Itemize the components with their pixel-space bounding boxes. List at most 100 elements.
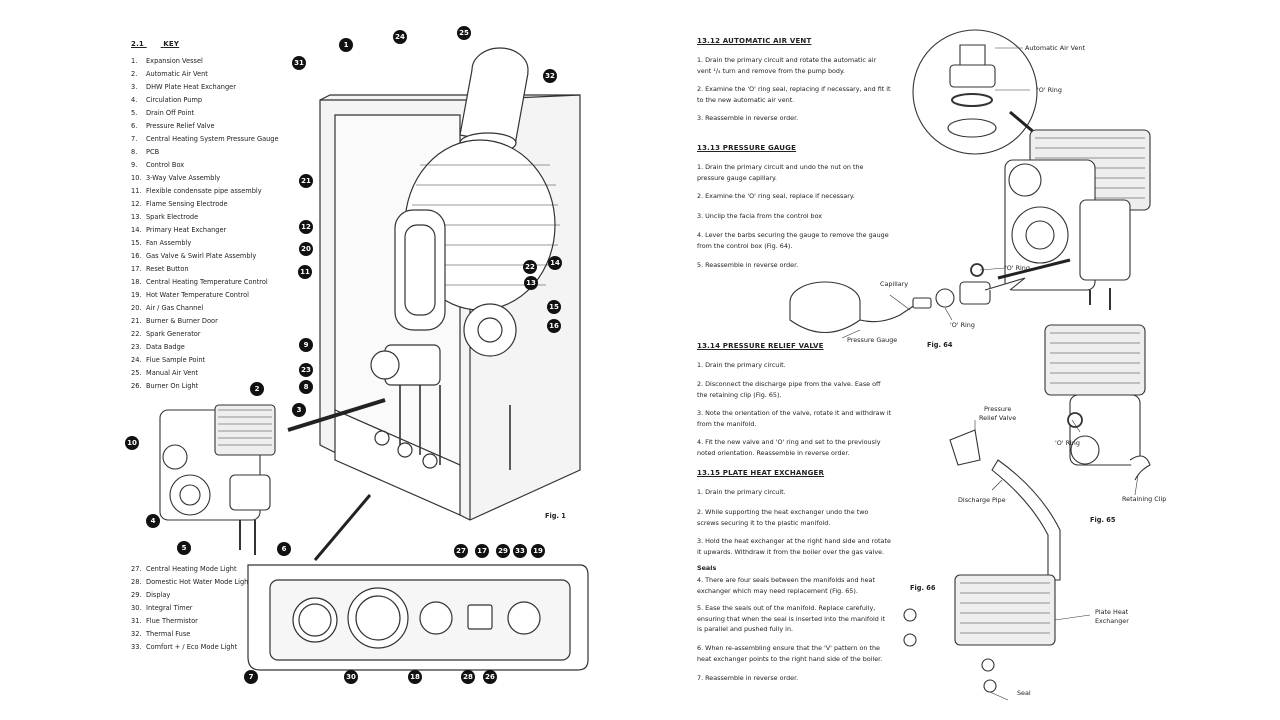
callout-number: 12 (299, 220, 313, 234)
section-13-15-step-7: 7. Reassemble in reverse order. (697, 674, 799, 682)
key-item-text: Burner & Burner Door (146, 317, 218, 325)
section-13-12-title: 13.12 AUTOMATIC AIR VENT (697, 37, 812, 45)
key-item-number: 12. (131, 200, 142, 208)
key-list-item: 32. Thermal Fuse (131, 628, 251, 641)
callout-number: 28 (461, 670, 475, 684)
label-automatic-air-vent: Automatic Air Vent (1025, 44, 1085, 52)
key-list-item: 3.DHW Plate Heat Exchanger (131, 81, 279, 94)
key-item-number: 32. (131, 630, 142, 638)
key-item-number: 27. (131, 565, 142, 573)
key-list-item: 6.Pressure Relief Valve (131, 120, 279, 133)
key-list-item: 19.Hot Water Temperature Control (131, 289, 279, 302)
key-list-item: 31. Flue Thermistor (131, 615, 251, 628)
key-item-number: 13. (131, 213, 142, 221)
key-item-number: 16. (131, 252, 142, 260)
key-item-text: Gas Valve & Swirl Plate Assembly (146, 252, 257, 260)
key-list-item: 26.Burner On Light (131, 380, 279, 393)
key-list-item: 23. Data Badge (131, 341, 279, 354)
callout-number: 29 (496, 544, 510, 558)
key-list-item: 15.Fan Assembly (131, 237, 279, 250)
fig-66-caption: Fig. 66 (910, 584, 936, 592)
callout-number: 8 (299, 380, 313, 394)
callout-number: 9 (299, 338, 313, 352)
key-list-item: 17. Reset Button (131, 263, 279, 276)
section-13-13-step-5: 5. Reassemble in reverse order. (697, 261, 799, 269)
callout-number: 17 (475, 544, 489, 558)
callout-number: 33 (513, 544, 527, 558)
section-13-14-step-4: 4. Fit the new valve and 'O' ring and se… (697, 438, 881, 457)
key-item-text: Expansion Vessel (146, 57, 203, 65)
key-list-item: 22.Spark Generator (131, 328, 279, 341)
key-item-text: PCB (146, 148, 160, 156)
key-item-text: Thermal Fuse (146, 630, 191, 638)
key-list-item: 27.Central Heating Mode Light (131, 563, 251, 576)
key-item-number: 29. (131, 591, 142, 599)
callout-number: 27 (454, 544, 468, 558)
key-item-number: 31. (131, 617, 142, 625)
callout-number: 2 (250, 382, 264, 396)
key-list-item: 28.Domestic Hot Water Mode Light (131, 576, 251, 589)
callout-number: 11 (298, 265, 312, 279)
key-list-item: 25. Manual Air Vent (131, 367, 279, 380)
section-13-12-step-3: 3. Reassemble in reverse order. (697, 114, 799, 122)
callout-number: 24 (393, 30, 407, 44)
key-item-text: 3-Way Valve Assembly (146, 174, 221, 182)
label-o-ring-4: 'O' Ring (1055, 439, 1080, 447)
right-page-diagrams (789, 29, 1151, 701)
key-item-text: Display (146, 591, 171, 599)
section-13-13-step-2: 2. Examine the 'O' ring seal, replace if… (697, 192, 855, 200)
section-13-14-title: 13.14 PRESSURE RELIEF VALVE (697, 342, 824, 350)
key-item-number: 21. (131, 317, 142, 325)
key-list-item: 13.Spark Electrode (131, 211, 279, 224)
boiler-exploded-diagram (159, 47, 589, 671)
key-item-text: Burner On Light (146, 382, 199, 390)
key-item-text: Flue Thermistor (146, 617, 198, 625)
key-item-text: Reset Button (146, 265, 189, 273)
section-13-15-step-4: 4. There are four seals between the mani… (697, 576, 875, 595)
key-item-text: Hot Water Temperature Control (146, 291, 249, 299)
key-item-number: 33. (131, 643, 142, 651)
key-list-item: 2.Automatic Air Vent (131, 68, 279, 81)
label-relief-valve: Relief Valve (979, 414, 1017, 422)
callout-number: 19 (531, 544, 545, 558)
callout-number: 4 (146, 514, 160, 528)
label-o-ring-3: 'O' Ring (950, 321, 975, 329)
callout-number: 14 (548, 256, 562, 270)
callout-number: 23 (299, 363, 313, 377)
label-discharge-pipe: Discharge Pipe (958, 496, 1006, 504)
section-13-15-step-2: 2. While supporting the heat exchanger u… (697, 508, 869, 527)
key-item-text: Primary Heat Exchanger (146, 226, 227, 234)
key-item-number: 28. (131, 578, 142, 586)
key-list-item: 21. Burner & Burner Door (131, 315, 279, 328)
callout-number: 20 (299, 242, 313, 256)
key-item-number: 8. (131, 148, 138, 156)
section-13-13-title: 13.13 PRESSURE GAUGE (697, 144, 797, 152)
callout-number: 15 (547, 300, 561, 314)
key-list-item: 24.Flue Sample Point (131, 354, 279, 367)
key-item-number: 25. (131, 369, 142, 377)
key-item-number: 4. (131, 96, 138, 104)
key-heading-number: 2.1 (131, 40, 145, 48)
key-list-item: 9.Control Box (131, 159, 279, 172)
label-exchanger: Exchanger (1095, 617, 1129, 625)
key-item-text: Manual Air Vent (146, 369, 199, 377)
key-item-number: 23. (131, 343, 142, 351)
key-item-number: 18. (131, 278, 142, 286)
key-heading: 2.1 KEY (131, 40, 179, 48)
key-list-item: 5.Drain Off Point (131, 107, 279, 120)
section-13-15-step-3: 3. Hold the heat exchanger at the right … (697, 537, 891, 556)
label-plate-heat: Plate Heat (1095, 608, 1129, 616)
key-item-text: Data Badge (146, 343, 185, 351)
callout-number: 18 (408, 670, 422, 684)
key-item-text: Drain Off Point (146, 109, 195, 117)
key-list-item: 11.Flexible condensate pipe assembly (131, 185, 279, 198)
section-13-12-step-2: 2. Examine the 'O' ring seal, replacing … (697, 85, 891, 104)
section-13-14-step-3: 3. Note the orientation of the valve, ro… (697, 409, 892, 428)
key-item-number: 20. (131, 304, 142, 312)
key-list-item: 4.Circulation Pump (131, 94, 279, 107)
key-list-item: 16. Gas Valve & Swirl Plate Assembly (131, 250, 279, 263)
key-item-number: 7. (131, 135, 138, 143)
section-13-15-title: 13.15 PLATE HEAT EXCHANGER (697, 469, 825, 477)
key-item-number: 17. (131, 265, 142, 273)
